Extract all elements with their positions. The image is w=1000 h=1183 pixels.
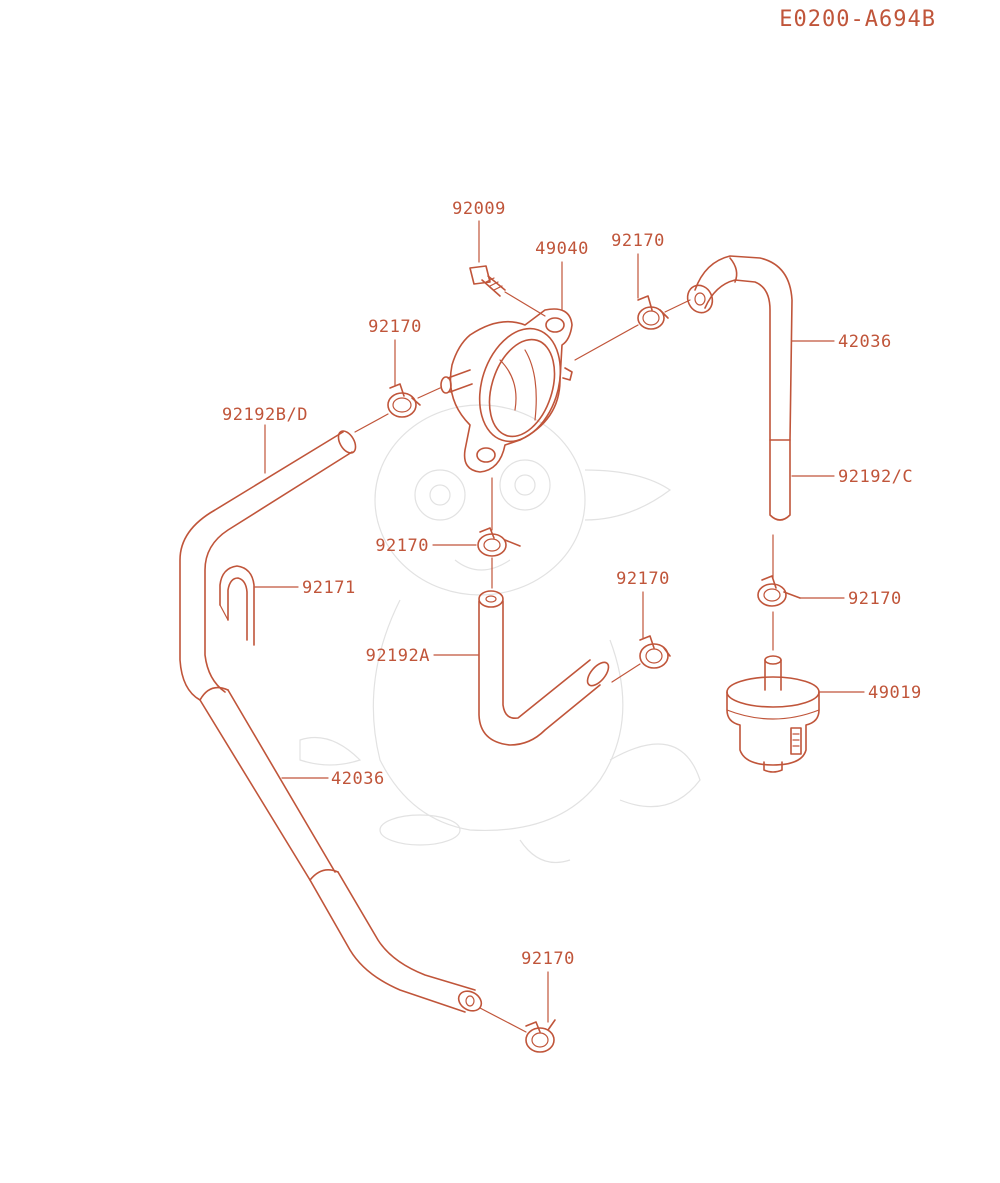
hose-top-right — [686, 255, 793, 521]
clamp-center-92170 — [477, 527, 521, 557]
screw-92009 — [469, 265, 546, 317]
fuel-pump-49040 — [440, 308, 573, 473]
label-92170-center: 92170 — [375, 536, 429, 556]
fuel-filter-49019 — [726, 655, 820, 773]
label-49019: 49019 — [868, 683, 922, 703]
clamp-bottom-92170 — [525, 1019, 556, 1053]
hose-to-bottom-clamp-line — [479, 1007, 527, 1033]
clamp-top-92170 — [637, 295, 669, 330]
clamp-mid-92170 — [639, 635, 671, 669]
watermark-mascot — [299, 404, 701, 864]
label-92170-bottom: 92170 — [521, 949, 575, 969]
label-42036-bottom: 42036 — [331, 769, 385, 789]
label-92170-top: 92170 — [611, 231, 665, 251]
label-92192a: 92192A — [366, 646, 430, 666]
clamp-right-92170 — [757, 575, 801, 607]
label-92192bd: 92192B/D — [222, 405, 308, 425]
clamp-left-92170 — [387, 383, 421, 418]
pump-to-left-clamp-line — [417, 387, 441, 399]
label-92009: 92009 — [452, 199, 506, 219]
label-49040: 49040 — [535, 239, 589, 259]
hose-mid-92192a — [478, 590, 610, 746]
clamp-to-hose-line — [664, 299, 691, 313]
label-92192c: 92192/C — [838, 467, 913, 487]
label-92170-right: 92170 — [848, 589, 902, 609]
left-clamp-to-hose-line — [354, 413, 389, 433]
label-92171: 92171 — [302, 578, 356, 598]
hose-to-mid-clamp-line — [611, 663, 641, 683]
hose-left-long — [179, 430, 483, 1013]
drawing-code: E0200-A694B — [779, 7, 936, 32]
clip-92171 — [219, 565, 255, 646]
label-92170-left: 92170 — [368, 317, 422, 337]
label-42036-top: 42036 — [838, 332, 892, 352]
pump-to-clamp-line — [574, 324, 639, 361]
label-92170-mid: 92170 — [616, 569, 670, 589]
